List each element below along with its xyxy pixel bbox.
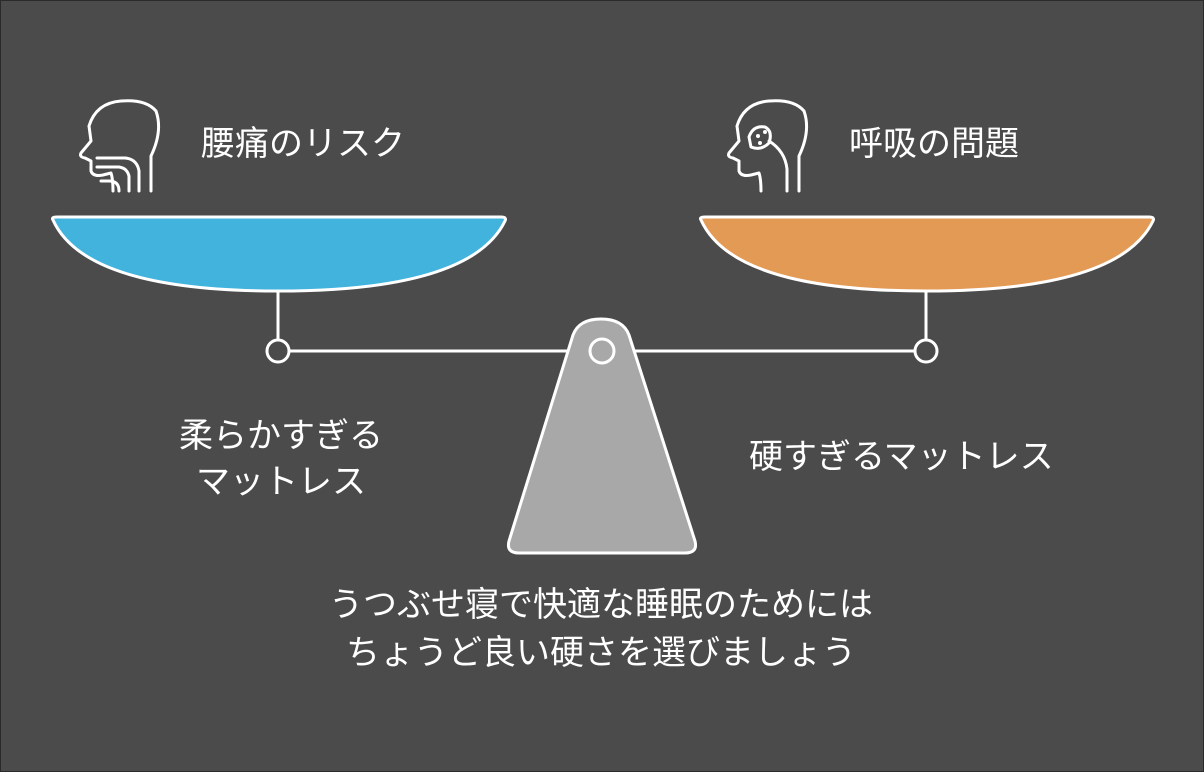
left-caption-line2: マットレス (196, 462, 366, 502)
right-pan (699, 215, 1155, 293)
bottom-message: うつぶせ寝で快適な睡眠のためには ちょうど良い硬さを選びましょう (251, 581, 951, 677)
right-title: 呼吸の問題 (849, 124, 1019, 164)
left-caption: 柔らかすぎる マットレス (151, 413, 411, 505)
right-pivot (913, 338, 939, 364)
right-caption: 硬すぎるマットレス (749, 437, 1054, 477)
head-sinus-icon (727, 99, 809, 193)
left-title: 腰痛のリスク (201, 124, 405, 164)
fulcrum (507, 317, 697, 555)
left-caption-line1: 柔らかすぎる (179, 416, 383, 456)
left-pivot (265, 338, 291, 364)
head-throat-icon (79, 99, 161, 193)
fulcrum-pivot (588, 337, 616, 365)
bottom-line2: ちょうど良い硬さを選びましょう (346, 633, 856, 673)
left-pan (51, 215, 507, 293)
bottom-line1: うつぶせ寝で快適な睡眠のためには (329, 585, 873, 625)
